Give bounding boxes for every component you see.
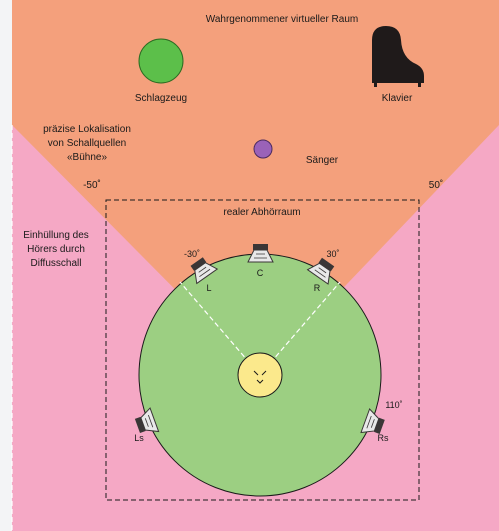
envelopment-line-1: Einhüllung des (23, 230, 89, 241)
angle-left-front: -30˚ (184, 249, 200, 259)
loudspeaker-icon (134, 416, 146, 433)
grand-piano-icon (372, 26, 424, 83)
loudspeaker-icon (318, 257, 335, 272)
angle-left-outer: -50˚ (83, 179, 101, 191)
piano-leg-left (374, 83, 377, 87)
diagram-title: Wahrgenommener virtueller Raum (206, 14, 358, 25)
loudspeaker-icon (374, 417, 385, 434)
speaker-right (306, 257, 335, 285)
speaker-label-right-surround: Rs (378, 433, 389, 443)
envelopment-line-2: Hörers durch (27, 244, 85, 255)
speaker-left (190, 257, 219, 285)
drums-icon (138, 38, 184, 84)
speaker-label-center: C (257, 268, 264, 278)
envelopment-line-3: Diffusschall (31, 258, 82, 269)
localization-line-1: präzise Lokalisation (43, 124, 131, 135)
loudspeaker-icon (253, 244, 268, 250)
angle-surround: 110˚ (385, 400, 402, 410)
speaker-right-surround (360, 408, 385, 434)
angle-right-front: 30˚ (326, 249, 339, 259)
localization-line-3: «Bühne» (67, 152, 107, 163)
speaker-label-right: R (314, 283, 321, 293)
speaker-label-left: L (206, 283, 211, 293)
real-room-label: realer Abhörraum (223, 207, 300, 218)
singer-icon (253, 139, 273, 159)
speaker-label-left-surround: Ls (134, 433, 144, 443)
drums-label: Schlagzeug (135, 93, 187, 104)
listener-head-icon (237, 352, 283, 398)
localization-line-2: von Schallquellen (48, 138, 126, 149)
piano-label: Klavier (382, 93, 413, 104)
angle-right-outer: 50˚ (429, 179, 443, 191)
speaker-center (247, 244, 274, 263)
singer-label: Sänger (306, 155, 339, 166)
left-margin-strip (0, 0, 12, 531)
speaker-left-surround (134, 407, 160, 433)
piano-leg-right (418, 83, 421, 87)
virtual-space-area (12, 0, 499, 375)
loudspeaker-icon (190, 257, 207, 271)
real-room-outline (105, 199, 420, 501)
